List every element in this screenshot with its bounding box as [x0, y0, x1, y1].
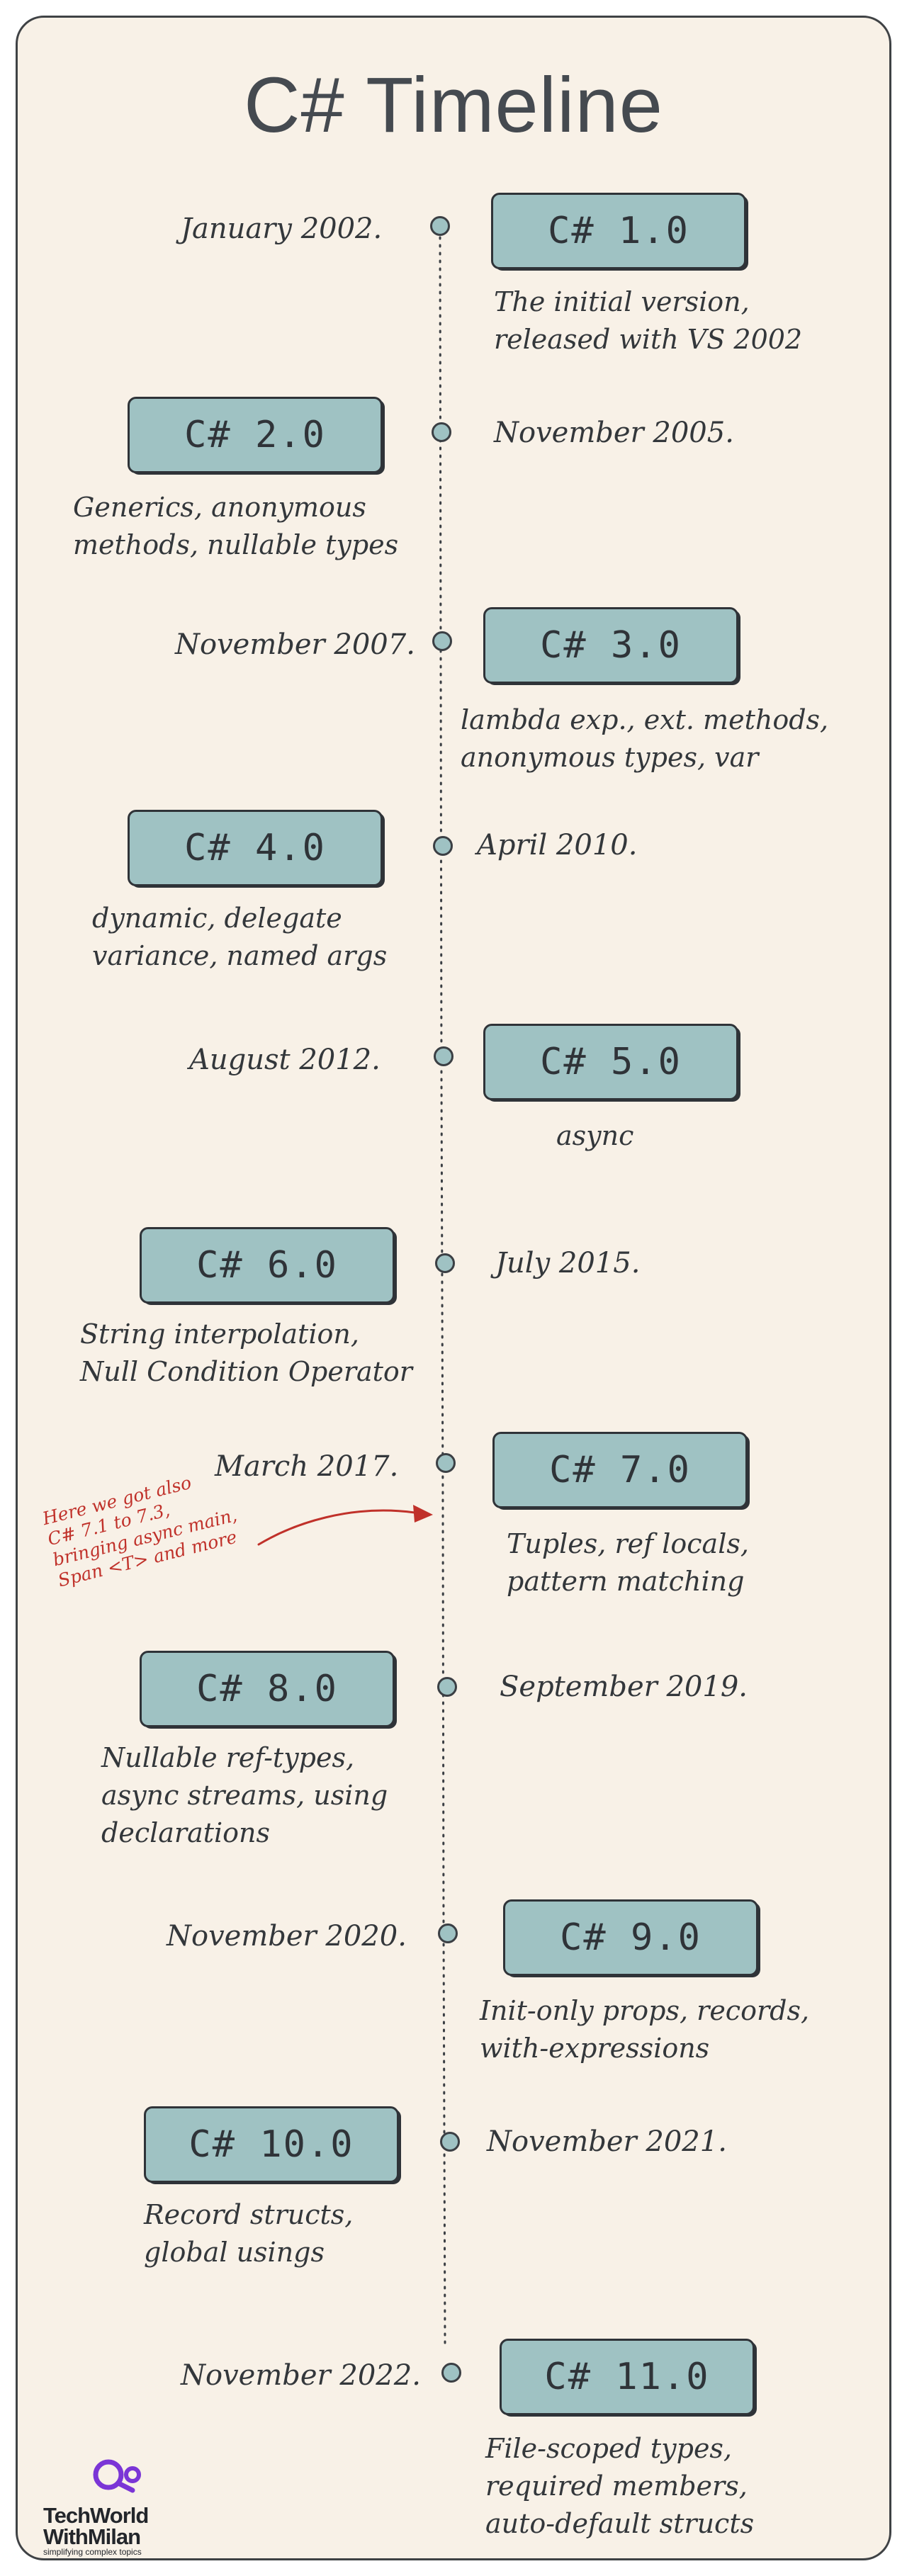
timeline-dot [441, 2363, 461, 2383]
logo-icon [93, 2459, 141, 2493]
version-box: C# 6.0 [140, 1227, 395, 1304]
timeline-dot [434, 1046, 454, 1066]
event-date: November 2020. [167, 1920, 407, 1953]
logo-tagline: simplifying complex topics [43, 2547, 142, 2557]
timeline-axis [439, 236, 446, 2344]
timeline-dot [430, 216, 450, 236]
timeline-dot [432, 422, 451, 442]
version-box: C# 1.0 [491, 193, 746, 269]
event-date: January 2002. [181, 213, 383, 245]
timeline-dot [437, 1677, 457, 1697]
timeline-dot [438, 1923, 458, 1943]
event-description: The initial version, released with VS 20… [494, 286, 803, 355]
version-label: C# 2.0 [184, 414, 326, 456]
version-label: C# 7.0 [549, 1449, 691, 1491]
event-date: March 2017. [215, 1450, 399, 1483]
event-description: dynamic, delegate variance, named args [92, 903, 388, 971]
version-box: C# 7.0 [492, 1432, 748, 1508]
event-description: lambda exp., ext. methods, anonymous typ… [461, 704, 829, 773]
event-description: async [556, 1120, 634, 1151]
event-description: Init-only props, records, with-expressio… [480, 1995, 810, 2064]
version-box: C# 10.0 [144, 2106, 399, 2183]
event-date: August 2012. [189, 1044, 381, 1076]
version-box: C# 4.0 [128, 810, 383, 886]
event-description: String interpolation, Null Condition Ope… [80, 1318, 412, 1387]
version-label: C# 4.0 [184, 827, 326, 869]
version-box: C# 11.0 [500, 2339, 755, 2415]
version-label: C# 6.0 [196, 1244, 338, 1287]
version-label: C# 8.0 [196, 1668, 338, 1710]
logo-name-line2: WithMilan [43, 2524, 141, 2549]
version-label: C# 5.0 [540, 1041, 682, 1083]
event-description: Nullable ref-types, async streams, using… [101, 1742, 388, 1848]
event-description: File-scoped types, required members, aut… [485, 2433, 755, 2539]
version-box: C# 9.0 [503, 1899, 758, 1976]
event-description: Generics, anonymous methods, nullable ty… [73, 492, 399, 560]
timeline-card: C# Timeline January 2002. C# 1.0 The ini… [16, 16, 891, 2560]
event-description: Record structs, global usings [144, 2199, 354, 2268]
logo-name-line1: TechWorld [43, 2503, 149, 2528]
event-date: September 2019. [500, 1671, 748, 1703]
version-label: C# 3.0 [540, 624, 682, 667]
version-box: C# 5.0 [483, 1024, 738, 1100]
event-date: November 2005. [494, 417, 734, 449]
logo: TechWorld WithMilan simplifying complex … [43, 2455, 199, 2557]
timeline-dot [435, 1253, 455, 1273]
version-box: C# 2.0 [128, 397, 383, 473]
version-label: C# 11.0 [544, 2356, 710, 2398]
event-date: November 2022. [181, 2359, 421, 2392]
version-label: C# 9.0 [560, 1916, 702, 1959]
timeline-dot [432, 631, 452, 651]
version-box: C# 8.0 [140, 1651, 395, 1727]
version-label: C# 1.0 [548, 210, 689, 252]
event-date: July 2015. [495, 1247, 641, 1279]
event-date: November 2007. [175, 628, 415, 661]
event-date: November 2021. [487, 2125, 727, 2158]
event-description: Tuples, ref locals, pattern matching [507, 1528, 749, 1597]
timeline-dot [436, 1453, 456, 1473]
timeline-dot [433, 836, 453, 856]
timeline-dot [440, 2132, 460, 2152]
version-label: C# 10.0 [188, 2123, 354, 2166]
page-title: C# Timeline [244, 62, 663, 149]
event-date: April 2010. [477, 829, 638, 862]
version-box: C# 3.0 [483, 607, 738, 684]
